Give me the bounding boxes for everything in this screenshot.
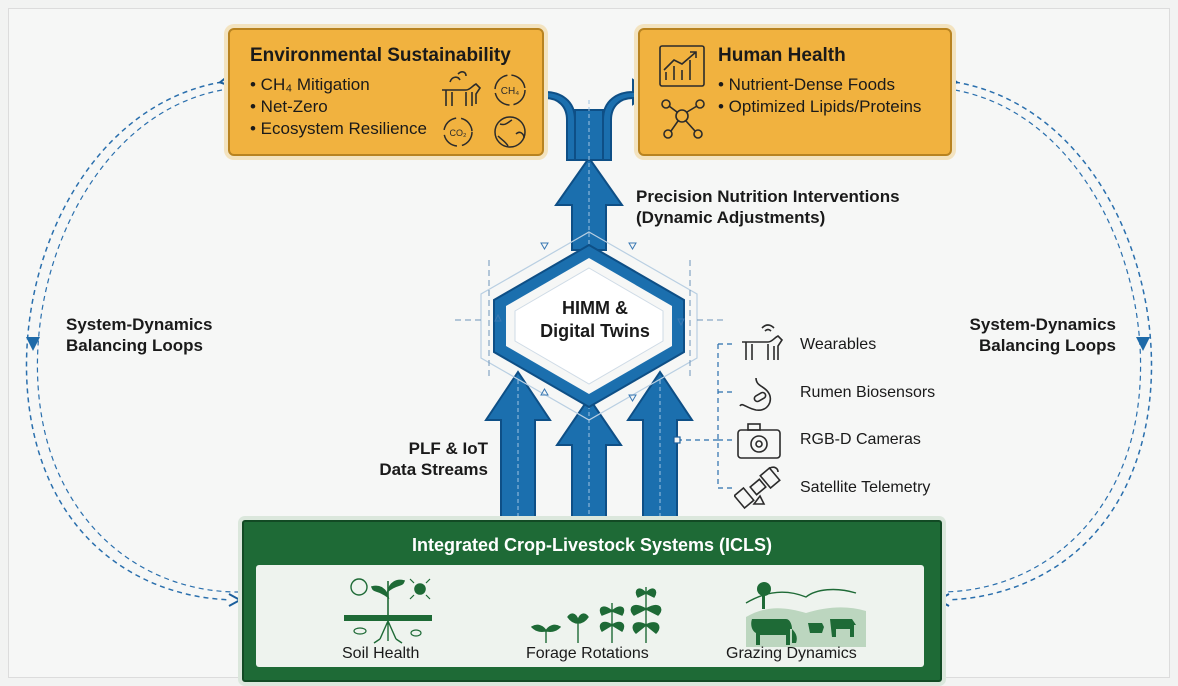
icls-grazing-dynamics-label: Grazing Dynamics <box>726 645 857 662</box>
himm-core-label: HIMM & Digital Twins <box>535 297 655 343</box>
icls-forage-rotations-label: Forage Rotations <box>526 645 649 662</box>
cow-wearable-icon <box>742 324 784 360</box>
icls-panel: Soil Health Forage Rotations Grazing Dyn… <box>256 565 924 667</box>
health-item-lipids: • Optimized Lipids/Proteins <box>718 97 922 116</box>
env-item-net-zero: • Net-Zero <box>250 97 328 116</box>
cow-icon <box>442 71 482 106</box>
left-loop-line2: Balancing Loops <box>66 336 203 355</box>
sensor-camera-label: RGB-D Cameras <box>800 431 921 448</box>
sensor-icons <box>734 324 784 510</box>
env-item-resilience: • Ecosystem Resilience <box>250 119 427 138</box>
sensor-satellite-label: Satellite Telemetry <box>800 479 931 496</box>
human-health-title: Human Health <box>718 45 846 66</box>
molecule-icon <box>661 99 705 139</box>
right-loop-line2: Balancing Loops <box>979 336 1116 355</box>
sensor-wearables-label: Wearables <box>800 336 877 353</box>
ch4-icon: CH₄ <box>494 74 526 106</box>
health-item-nutrient: • Nutrient-Dense Foods <box>718 75 895 94</box>
right-loop-label: System-Dynamics Balancing Loops <box>954 314 1116 356</box>
interventions-label: Precision Nutrition Interventions (Dynam… <box>636 186 900 228</box>
data-streams-line1: PLF & IoT <box>408 439 488 458</box>
health-icon-group <box>659 45 705 139</box>
data-streams-line2: Data Streams <box>379 460 488 479</box>
right-loop-outer <box>940 82 1153 600</box>
env-item-ch4: • CH₄ Mitigation <box>250 75 370 94</box>
sensor-bracket <box>677 343 732 489</box>
globe-icon <box>494 116 526 148</box>
satellite-icon <box>734 466 781 510</box>
svg-text:CO₂: CO₂ <box>450 128 468 138</box>
icls-title: Integrated Crop-Livestock Systems (ICLS) <box>411 535 773 555</box>
interventions-line1: Precision Nutrition Interventions <box>636 187 900 206</box>
left-loop-arrowhead <box>26 337 40 351</box>
interventions-line2: (Dynamic Adjustments) <box>636 208 826 227</box>
human-health-box: Human Health • Nutrient-Dense Foods • Op… <box>638 28 952 156</box>
right-loop-line1: System-Dynamics <box>969 315 1116 334</box>
icls-box: Integrated Crop-Livestock Systems (ICLS) <box>242 520 942 682</box>
environmental-sustainability-box: Environmental Sustainability • CH₄ Mitig… <box>228 28 544 156</box>
left-loop-line1: System-Dynamics <box>66 315 213 334</box>
co2-cycle-icon: CO₂ <box>443 117 473 147</box>
himm-hexagon <box>480 231 698 421</box>
himm-line1: HIMM & <box>562 298 628 318</box>
environmental-sustainability-title: Environmental Sustainability <box>250 45 511 66</box>
grazing-cattle-icon <box>745 582 866 647</box>
icls-icons <box>344 578 866 647</box>
stomach-sensor-icon <box>739 377 772 411</box>
soil-plant-icon <box>344 578 432 644</box>
left-loop-label: System-Dynamics Balancing Loops <box>66 314 212 356</box>
data-streams-label: PLF & IoT Data Streams <box>370 438 488 480</box>
right-loop-arrowhead <box>1136 337 1150 351</box>
left-loop-outer <box>25 82 238 600</box>
himm-line2: Digital Twins <box>540 321 650 341</box>
sensor-rumen-label: Rumen Biosensors <box>800 384 936 401</box>
icls-soil-health-label: Soil Health <box>342 645 420 662</box>
seedlings-icon <box>530 587 662 643</box>
svg-text:CH₄: CH₄ <box>501 86 520 97</box>
right-loop-inner <box>939 89 1142 593</box>
upward-arrows <box>484 370 694 526</box>
left-loop-inner <box>36 89 239 593</box>
growth-chart-icon <box>659 45 705 87</box>
camera-icon <box>737 423 781 459</box>
env-icon-group: CH₄ CO₂ <box>442 71 526 148</box>
